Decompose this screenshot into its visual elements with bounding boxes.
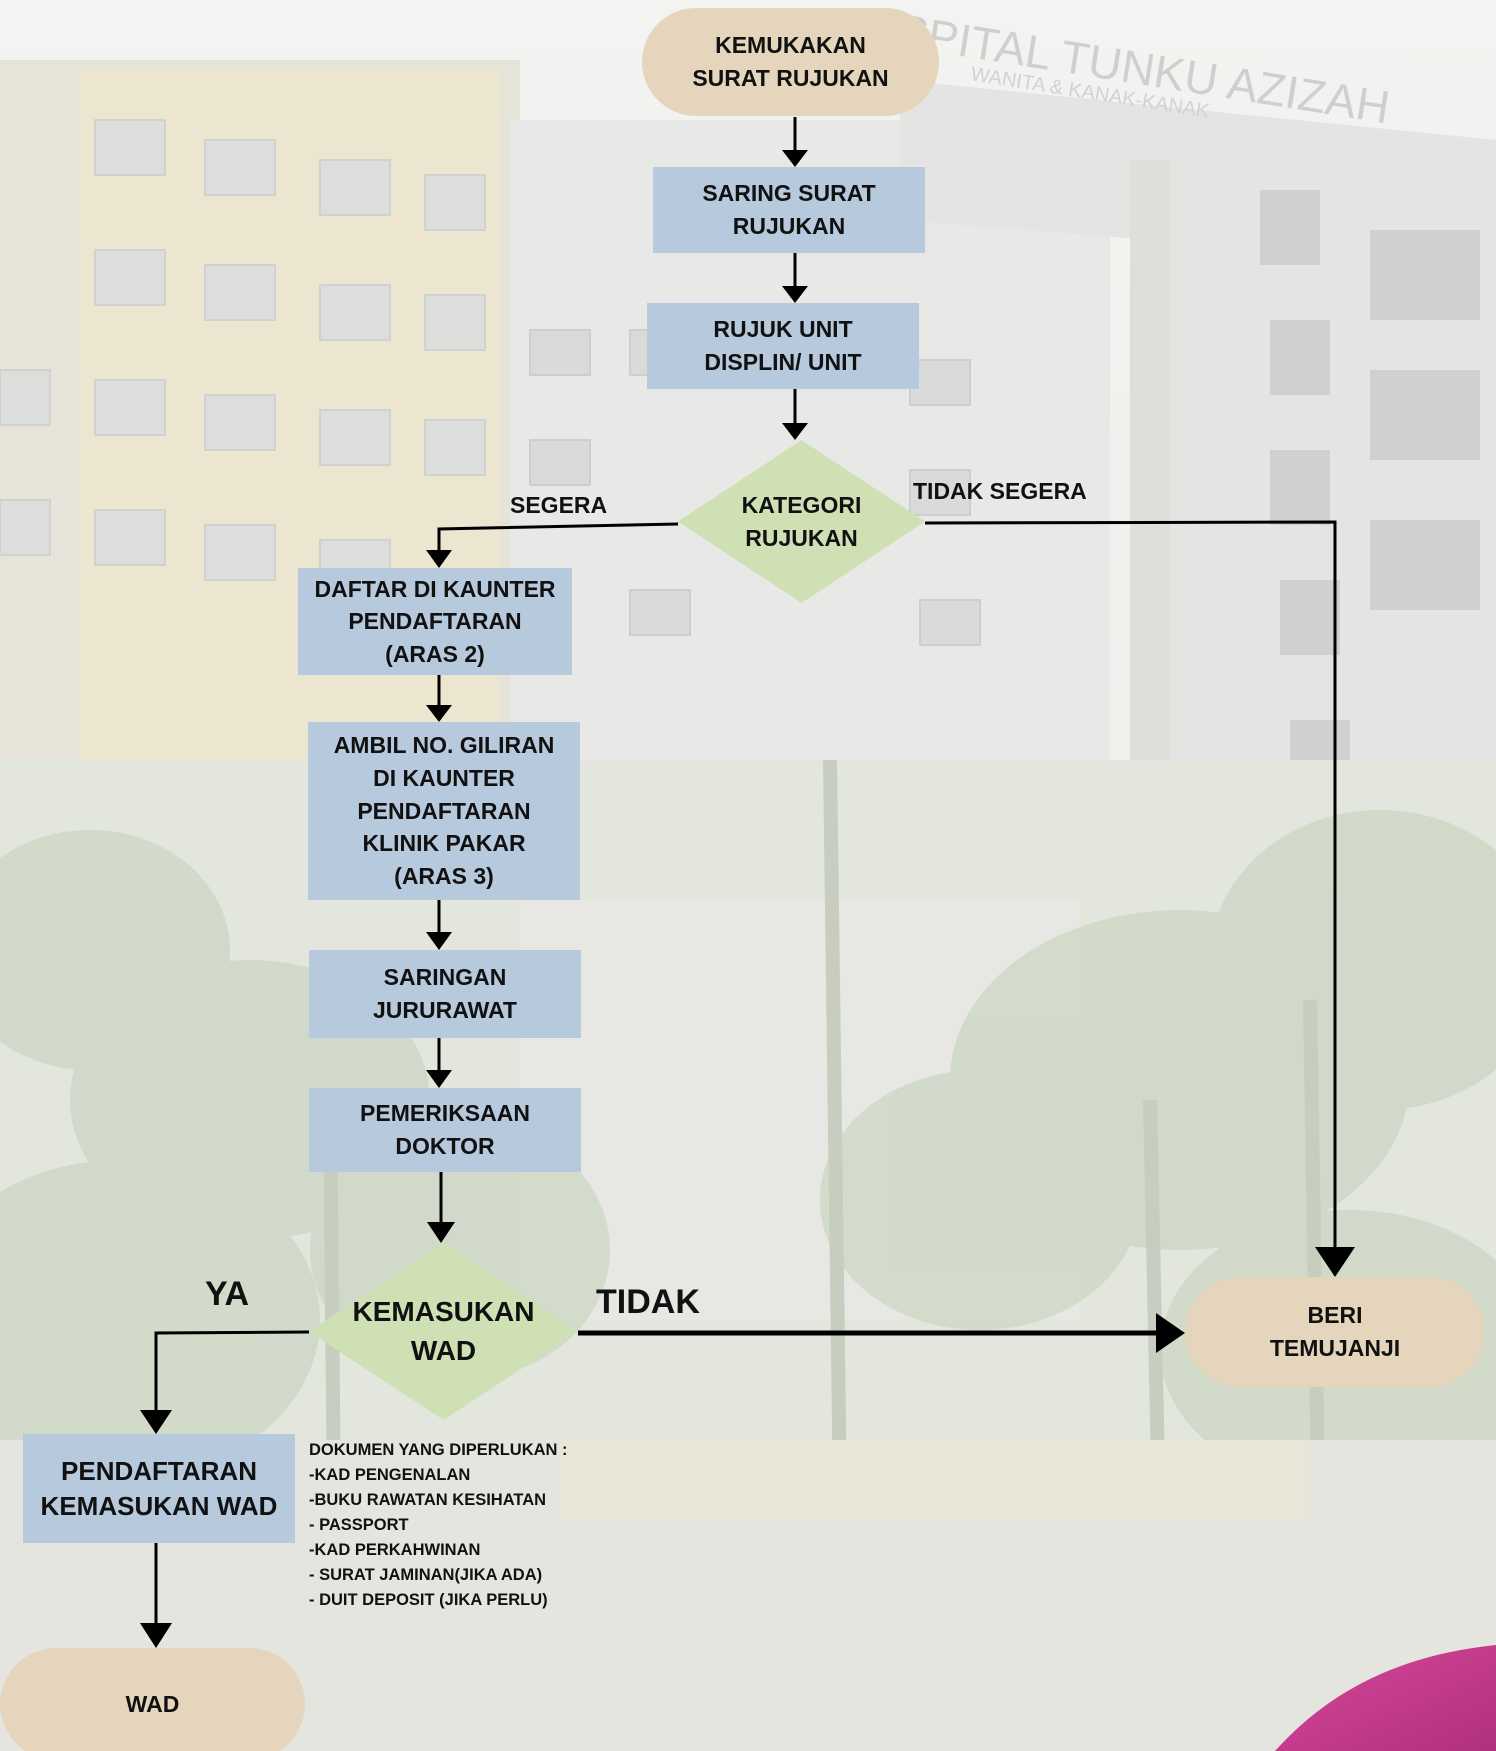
document-item: - PASSPORT	[309, 1516, 409, 1534]
yes-edge-label: YA	[205, 1275, 250, 1313]
no-edge-label: TIDAK	[596, 1283, 700, 1321]
decision-label: KEMASUKAN WAD	[352, 1295, 535, 1366]
register-counter-box: DAFTAR DI KAUNTER PENDAFTARAN (ARAS 2)	[298, 568, 572, 675]
document-item: -BUKU RAWATAN KESIHATAN	[309, 1491, 547, 1509]
ward-admission-decision: KEMASUKAN WAD	[309, 1243, 578, 1420]
document-item: -KAD PENGENALAN	[309, 1466, 471, 1484]
documents-title: DOKUMEN YANG DIPERLUKAN :	[309, 1441, 568, 1459]
queue-number-box: AMBIL NO. GILIRAN DI KAUNTER PENDAFTARAN…	[308, 722, 580, 900]
start-terminal: KEMUKAKAN SURAT RUJUKAN	[642, 8, 939, 116]
screen-referral-box: SARING SURAT RUJUKAN	[653, 167, 925, 253]
decision-label: KATEGORI RUJUKAN	[741, 492, 862, 551]
corner-accent-shape	[1275, 1645, 1496, 1751]
ward-registration-box: PENDAFTARAN KEMASUKAN WAD	[23, 1434, 295, 1543]
document-item: -KAD PERKAHWINAN	[309, 1541, 481, 1559]
document-item: - SURAT JAMINAN(JIKA ADA)	[309, 1566, 543, 1584]
appointment-terminal: BERI TEMUJANJI	[1185, 1277, 1485, 1387]
document-item: - DUIT DEPOSIT (JIKA PERLU)	[309, 1591, 548, 1609]
doctor-examination-box: PEMERIKSAAN DOKTOR	[309, 1088, 581, 1172]
urgent-edge-label: SEGERA	[510, 492, 608, 518]
referral-category-decision: KATEGORI RUJUKAN	[678, 440, 925, 603]
refer-unit-box: RUJUK UNIT DISPLIN/ UNIT	[647, 303, 919, 389]
nurse-screening-box: SARINGAN JURURAWAT	[309, 950, 581, 1038]
ward-terminal: WAD	[0, 1648, 305, 1751]
not-urgent-edge-label: TIDAK SEGERA	[913, 478, 1087, 504]
required-documents-list: DOKUMEN YANG DIPERLUKAN : -KAD PENGENALA…	[309, 1438, 568, 1613]
